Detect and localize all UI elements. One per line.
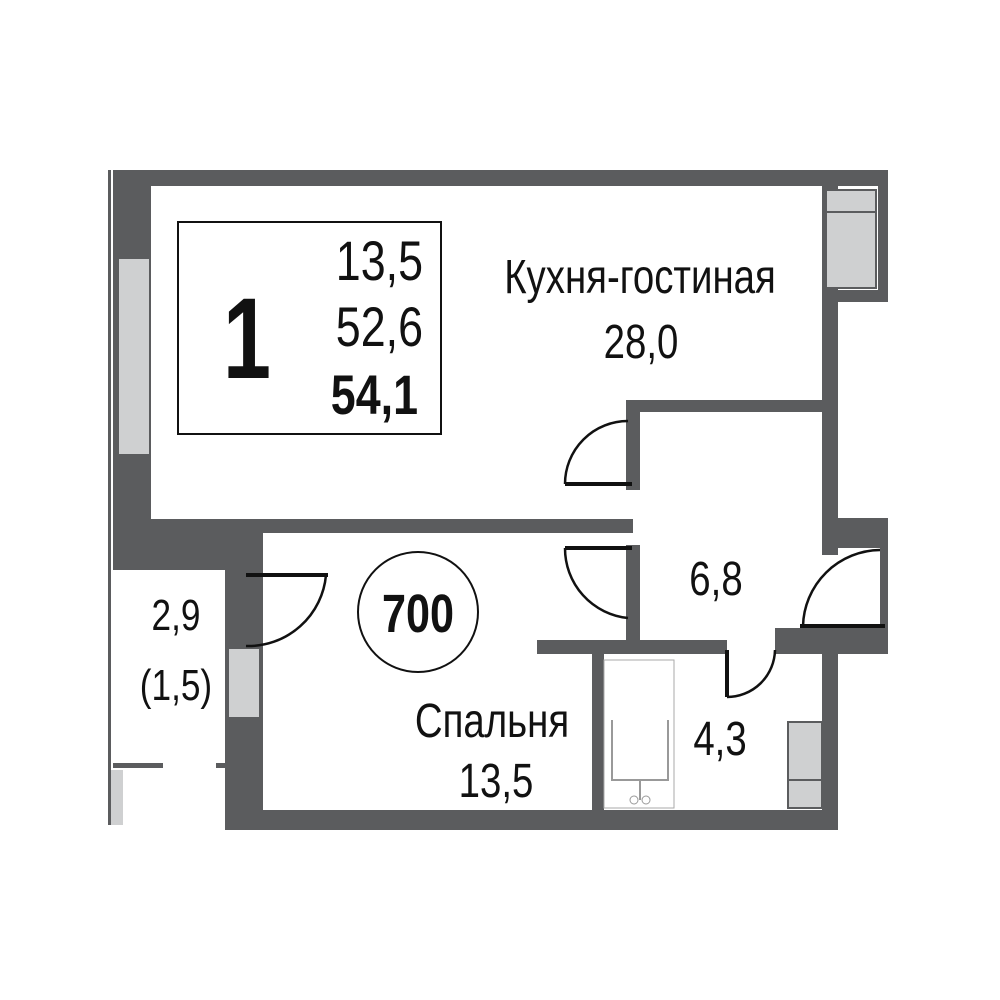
summary-box: 1 13,5 52,6 54,1 — [177, 221, 442, 435]
rooms-count: 1 — [223, 274, 271, 403]
room-area-balcony: 2,9 — [152, 591, 201, 640]
room-name-kitchen-living: Кухня-гостиная — [504, 251, 776, 304]
living-area: 13,5 — [336, 229, 423, 292]
room-area-bedroom: 13,5 — [459, 755, 534, 808]
room-area-hall: 6,8 — [689, 553, 742, 606]
apartment-number: 700 — [382, 585, 454, 645]
total-area: 54,1 — [331, 363, 418, 426]
room-area-bathroom: 4,3 — [693, 713, 746, 766]
windows — [111, 189, 877, 825]
room-name-bedroom: Спальня — [415, 695, 569, 748]
area-no-balcony: 52,6 — [336, 295, 423, 358]
walls — [108, 170, 888, 830]
room-reduced-area-balcony: (1,5) — [140, 661, 212, 710]
doors — [245, 419, 885, 809]
room-area-kitchen-living: 28,0 — [604, 316, 679, 369]
apartment-number-badge — [357, 551, 479, 673]
